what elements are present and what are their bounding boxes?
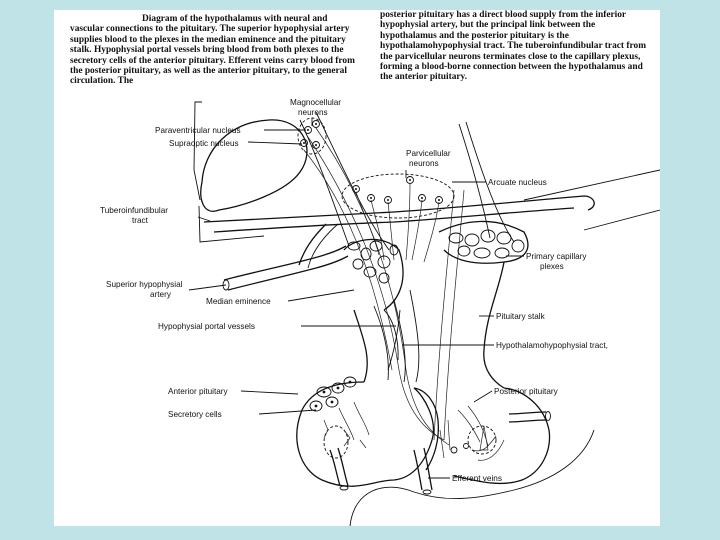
primary-capillary-plexes bbox=[343, 220, 529, 311]
label-arcuate: Arcuate nucleus bbox=[488, 178, 547, 187]
label-paraventricular: Paraventricular nucleus bbox=[155, 126, 241, 135]
ventricle-outline bbox=[193, 101, 308, 243]
nerve-fibers bbox=[303, 127, 465, 446]
anterior-pituitary-lobe bbox=[296, 376, 435, 491]
label-pituitary-stalk: Pituitary stalk bbox=[496, 312, 546, 321]
posterior-pituitary-lobe bbox=[413, 387, 551, 495]
label-magnocellular: Magnocellular bbox=[290, 98, 341, 107]
label-parvicellular: Parvicellular bbox=[406, 149, 451, 158]
sella-outline bbox=[349, 429, 595, 526]
label-secretory-cells: Secretory cells bbox=[168, 410, 222, 419]
caption-left: Diagram of the hypothalamus with neural … bbox=[70, 14, 355, 87]
label-supraoptic: Supraoptic nucleus bbox=[169, 139, 239, 148]
label-primary-capillary: Primary capillary bbox=[526, 252, 587, 261]
label-superior-hypophysial-artery: artery bbox=[150, 290, 172, 299]
label-median-eminence: Median eminence bbox=[206, 297, 271, 306]
label-magnocellular-neurons: neurons bbox=[298, 108, 328, 117]
leader-lines bbox=[188, 118, 524, 479]
label-tuberoinfundibular-tract: tract bbox=[132, 216, 149, 225]
label-hypothalamohypophysial: Hypothalamohypophysial tract, bbox=[496, 341, 608, 350]
tuberoinfundibular-tract bbox=[203, 195, 595, 269]
label-efferent-veins: Efferent veins bbox=[452, 474, 502, 483]
label-tuberoinfundibular: Tuberoinfundibular bbox=[100, 206, 168, 215]
label-anterior-pituitary: Anterior pituitary bbox=[168, 387, 229, 396]
pituitary-stalk bbox=[353, 261, 505, 389]
label-portal-vessels: Hypophysial portal vessels bbox=[158, 322, 255, 331]
label-parvicellular-neurons: neurons bbox=[409, 159, 439, 168]
diagram-labels: Magnocellular neurons Paraventricular nu… bbox=[100, 98, 608, 483]
label-posterior-pituitary: Posterior pituitary bbox=[494, 387, 559, 396]
hypothalamus-boundaries bbox=[299, 111, 660, 251]
superior-hypophysial-artery bbox=[222, 245, 349, 291]
hypothalamus-pituitary-diagram: Magnocellular neurons Paraventricular nu… bbox=[100, 98, 660, 526]
caption-right: posterior pituitary has a direct blood s… bbox=[380, 10, 647, 83]
label-primary-capillary-plexes: plexes bbox=[540, 262, 564, 271]
label-superior-hypophysial: Superior hypophysial bbox=[106, 280, 183, 289]
diagram-slide: Diagram of the hypothalamus with neural … bbox=[54, 10, 660, 526]
